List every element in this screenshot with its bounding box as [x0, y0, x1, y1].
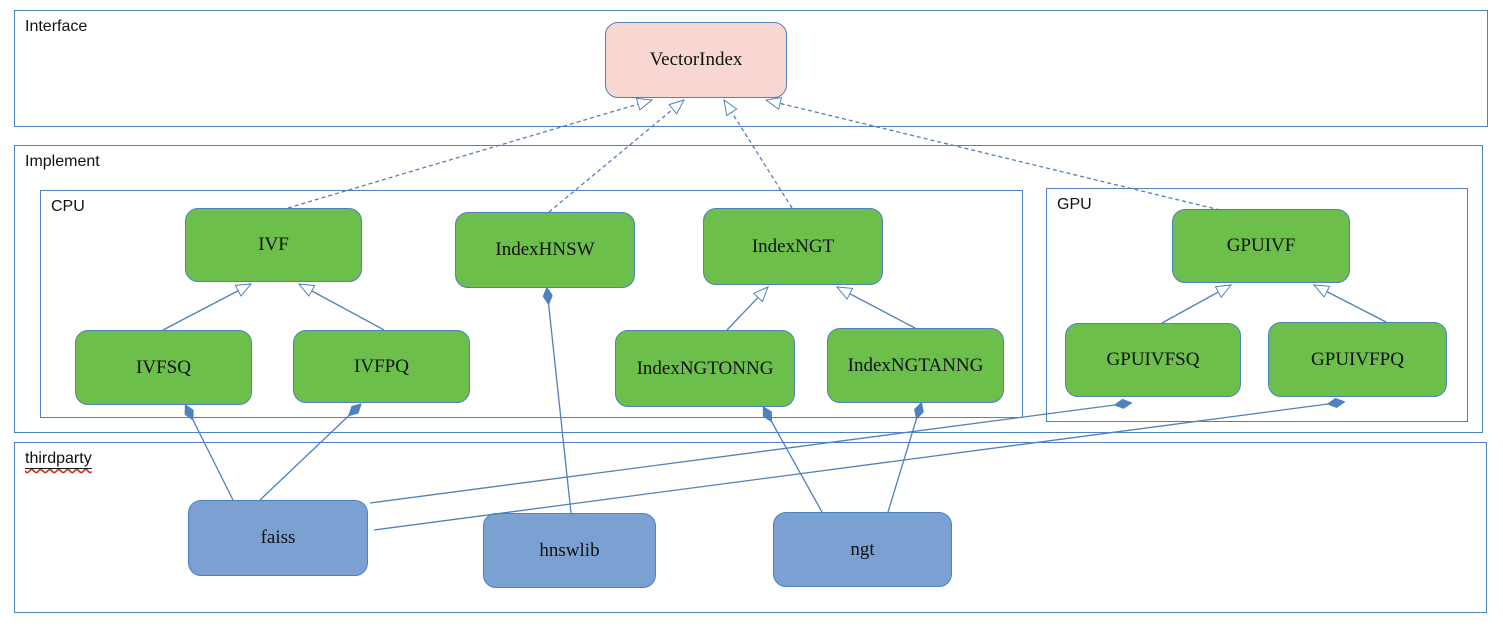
node-ivfsq-label: IVFSQ [136, 356, 191, 378]
node-gpuivfsq-label: GPUIVFSQ [1106, 349, 1200, 370]
node-indexngtanng-label: IndexNGTANNG [847, 354, 984, 376]
node-ivf-label: IVF [258, 234, 289, 255]
node-indexhnsw-label: IndexHNSW [495, 239, 595, 260]
node-ivfsq[interactable]: IVFSQ [75, 330, 252, 405]
node-indexngt[interactable]: IndexNGT [703, 208, 883, 285]
node-ivfpq[interactable]: IVFPQ [293, 330, 470, 403]
group-cpu-label: CPU [51, 198, 85, 215]
group-interface-label: Interface [25, 18, 88, 35]
node-indexngtanng[interactable]: IndexNGTANNG [827, 328, 1004, 403]
group-implement-label: Implement [25, 153, 100, 170]
node-hnswlib[interactable]: hnswlib [483, 513, 656, 588]
node-indexhnsw[interactable]: IndexHNSW [455, 212, 635, 288]
node-ivf[interactable]: IVF [185, 208, 362, 282]
node-indexngtonng-label: IndexNGTONNG [636, 357, 774, 379]
node-faiss-label: faiss [260, 527, 296, 548]
node-ngt[interactable]: ngt [773, 512, 952, 587]
node-gpuivfpq-label: GPUIVFPQ [1311, 348, 1404, 370]
node-indexngt-label: IndexNGT [751, 235, 835, 257]
node-hnswlib-label: hnswlib [539, 539, 600, 561]
node-gpuivf[interactable]: GPUIVF [1172, 209, 1350, 283]
node-gpuivfpq[interactable]: GPUIVFPQ [1268, 322, 1447, 397]
node-ivfpq-label: IVFPQ [354, 355, 409, 377]
group-gpu-label: GPU [1057, 196, 1092, 213]
node-faiss[interactable]: faiss [188, 500, 368, 576]
node-gpuivfsq[interactable]: GPUIVFSQ [1065, 323, 1241, 397]
node-ngt-label: ngt [850, 538, 875, 560]
node-indexngtonng[interactable]: IndexNGTONNG [615, 330, 795, 407]
node-gpuivf-label: GPUIVF [1226, 235, 1296, 256]
group-thirdparty-label: thirdparty [25, 450, 92, 467]
node-vectorindex-label: VectorIndex [649, 49, 743, 70]
node-vectorindex[interactable]: VectorIndex [605, 22, 787, 98]
